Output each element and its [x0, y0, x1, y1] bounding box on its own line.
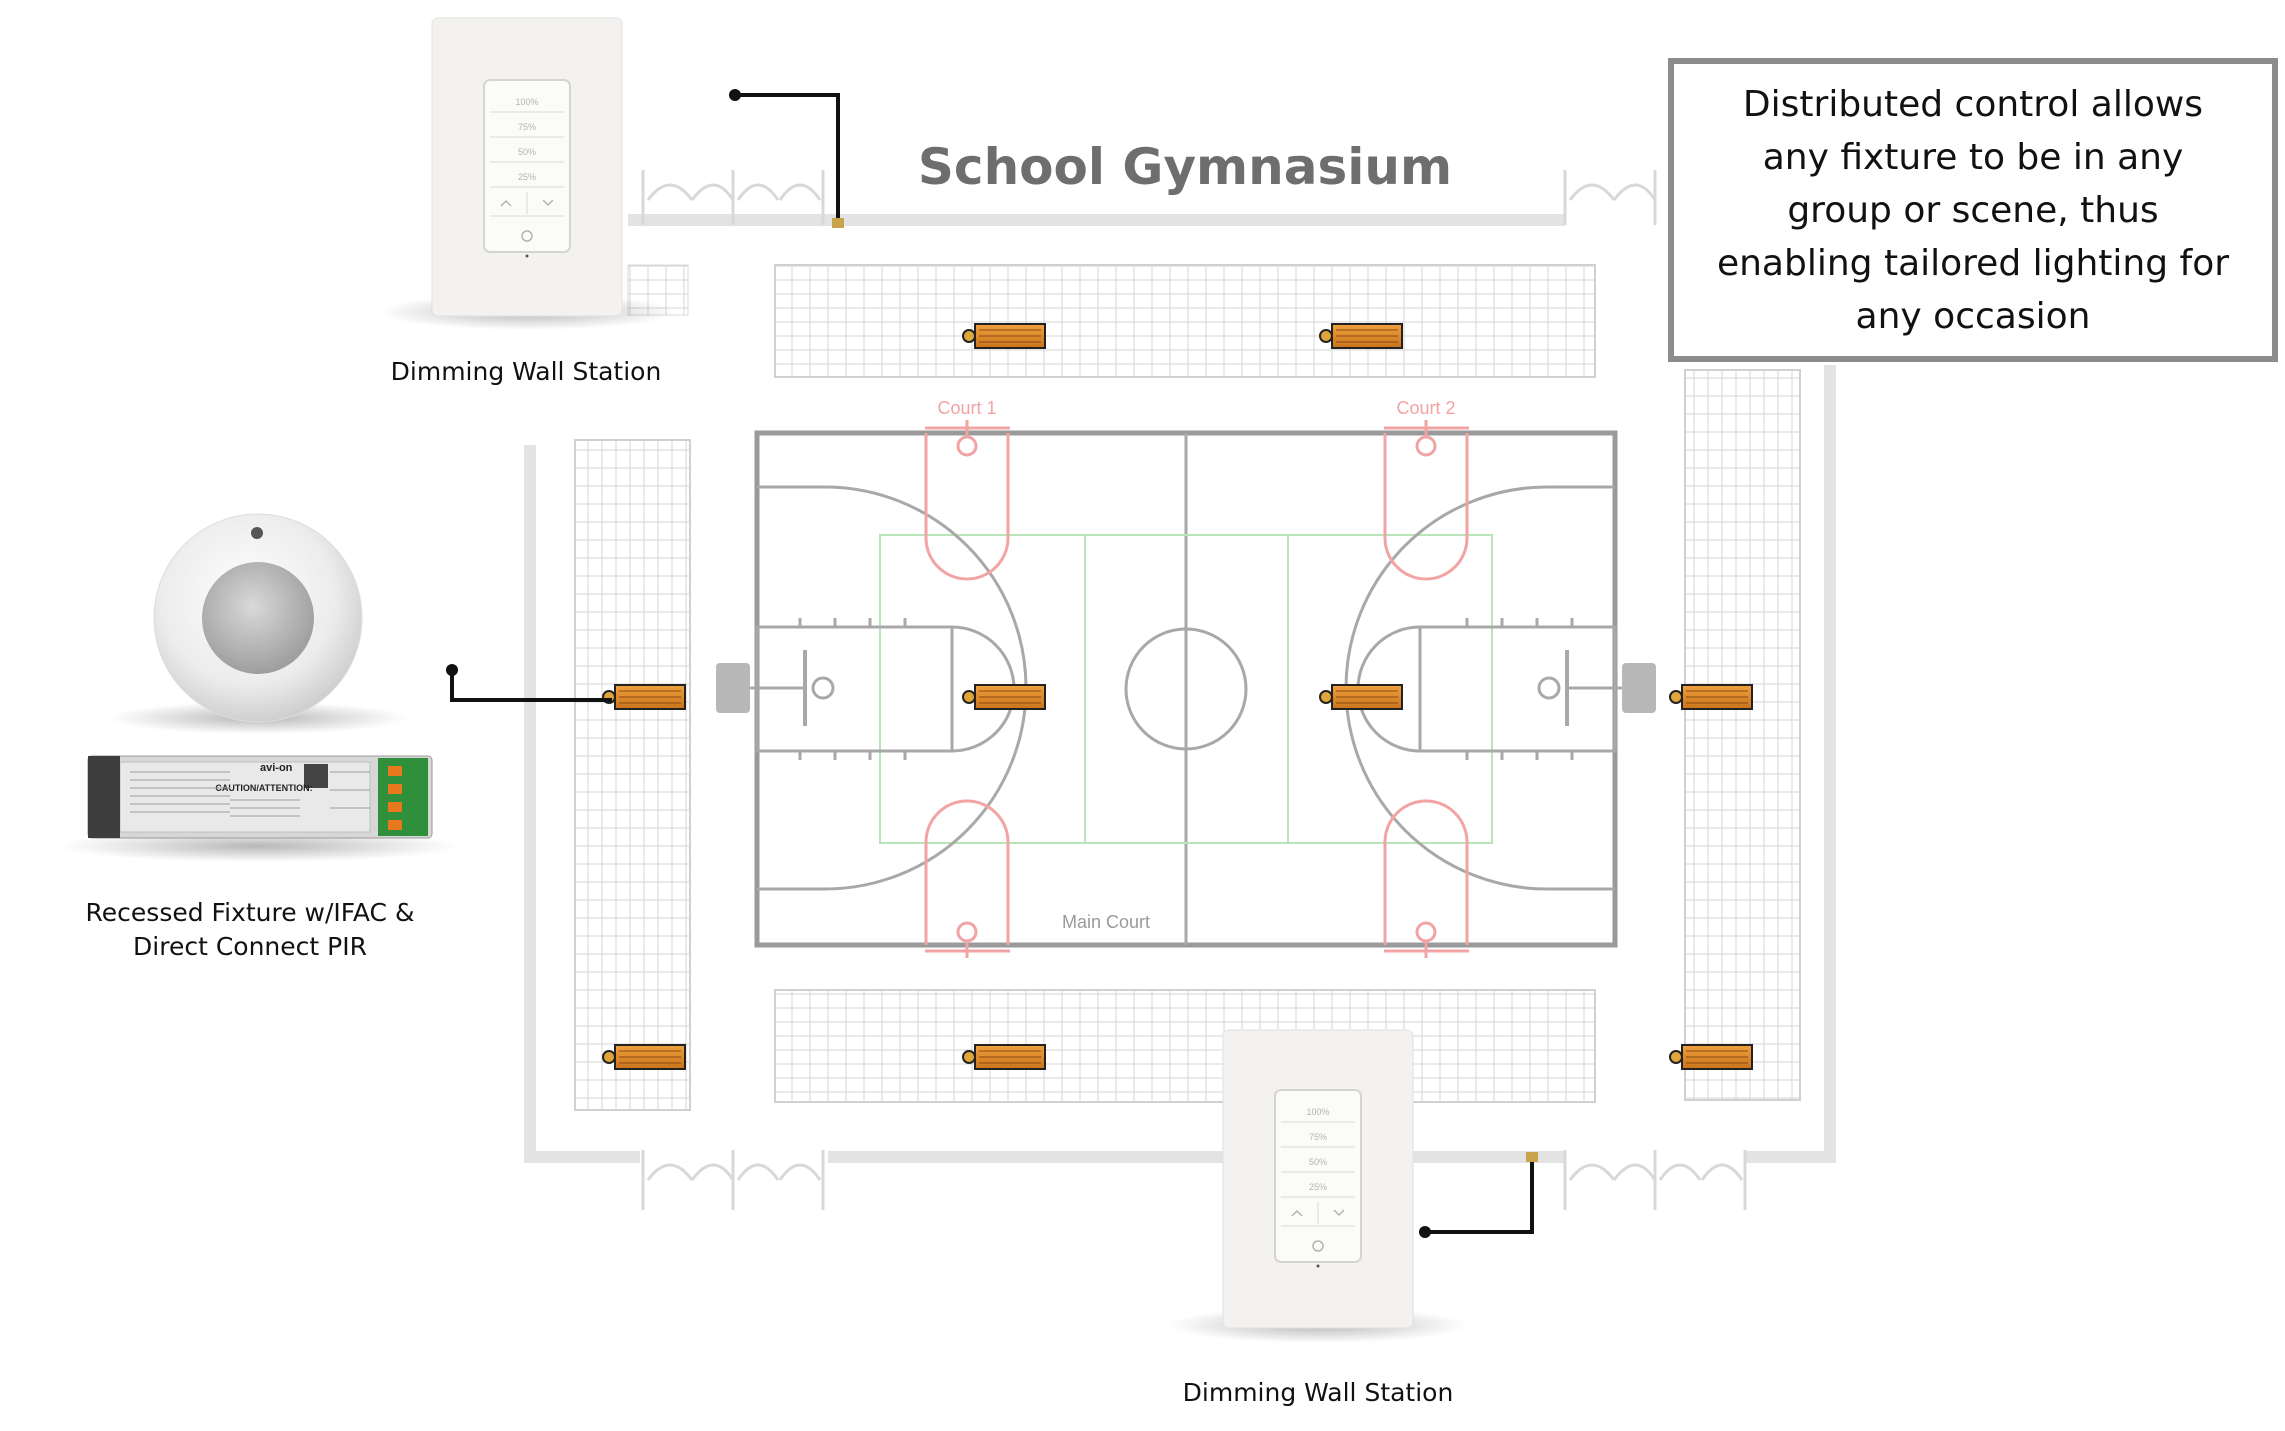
main-court-label: Main Court	[1062, 912, 1150, 932]
light-fixture-icon	[962, 323, 1046, 349]
door-openings	[641, 170, 1747, 1210]
wall-station-button-label: 50%	[518, 147, 536, 157]
power-icon	[521, 230, 533, 242]
basketball-hoop-icon	[716, 650, 835, 726]
page-title: School Gymnasium	[917, 138, 1453, 196]
wall-station-button-label: 75%	[518, 122, 536, 132]
chevron-up-icon	[500, 199, 512, 207]
wall-station-button-label: 50%	[1309, 1157, 1327, 1167]
controller-brand: avi-on	[260, 762, 293, 774]
wall-station-button-label: 25%	[1309, 1182, 1327, 1192]
callout-box: Distributed control allows any fixture t…	[1668, 58, 2278, 362]
wall-station-button-label: 25%	[518, 172, 536, 182]
chevron-down-icon	[1333, 1209, 1345, 1217]
fixture-caption: Recessed Fixture w/IFAC & Direct Connect…	[60, 896, 440, 964]
light-fixture-icon	[1319, 323, 1403, 349]
power-icon	[1312, 1240, 1324, 1252]
light-fixture-icon	[602, 684, 686, 710]
building-walls	[524, 214, 1836, 1163]
wall-station-button-label: 100%	[1306, 1107, 1329, 1117]
light-fixtures	[602, 323, 1753, 1070]
light-fixture-icon	[962, 684, 1046, 710]
callout-text: Distributed control allows any fixture t…	[1716, 83, 2230, 337]
wall-station-junction-top	[832, 218, 844, 228]
court-2-label: Court 2	[1396, 398, 1455, 418]
fixture-caption-line2: Direct Connect PIR	[133, 932, 367, 961]
wall-station-button-label: 75%	[1309, 1132, 1327, 1142]
connector-endpoints	[446, 89, 1431, 1238]
wall-station-top-caption: Dimming Wall Station	[390, 357, 662, 386]
chevron-up-icon	[1291, 1209, 1303, 1217]
wall-station-button-label: 100%	[515, 97, 538, 107]
controller-module-icon: avi-on CAUTION/ATTENTION:	[58, 755, 458, 862]
pir-sensor-icon	[108, 513, 408, 734]
light-fixture-icon	[1669, 1044, 1753, 1070]
wall-station-icon: 100% 75% 50% 25%	[378, 17, 678, 330]
wall-station-junction-bottom	[1526, 1152, 1538, 1162]
court-1-label: Court 1	[937, 398, 996, 418]
light-fixture-icon	[1669, 684, 1753, 710]
light-fixture-icon	[1319, 684, 1403, 710]
connector-lines	[450, 93, 1534, 1234]
wall-station-bottom-caption: Dimming Wall Station	[1182, 1378, 1454, 1407]
chevron-down-icon	[542, 199, 554, 207]
light-fixture-icon	[962, 1044, 1046, 1070]
controller-caution: CAUTION/ATTENTION:	[215, 783, 312, 793]
light-fixture-icon	[602, 1044, 686, 1070]
bleachers	[574, 264, 1801, 1111]
basketball-court	[754, 420, 1618, 958]
fixture-caption-line1: Recessed Fixture w/IFAC &	[85, 898, 415, 927]
basketball-hoop-icon	[1537, 650, 1656, 726]
wall-station-icon: 100% 75% 50% 25%	[1168, 1029, 1468, 1343]
